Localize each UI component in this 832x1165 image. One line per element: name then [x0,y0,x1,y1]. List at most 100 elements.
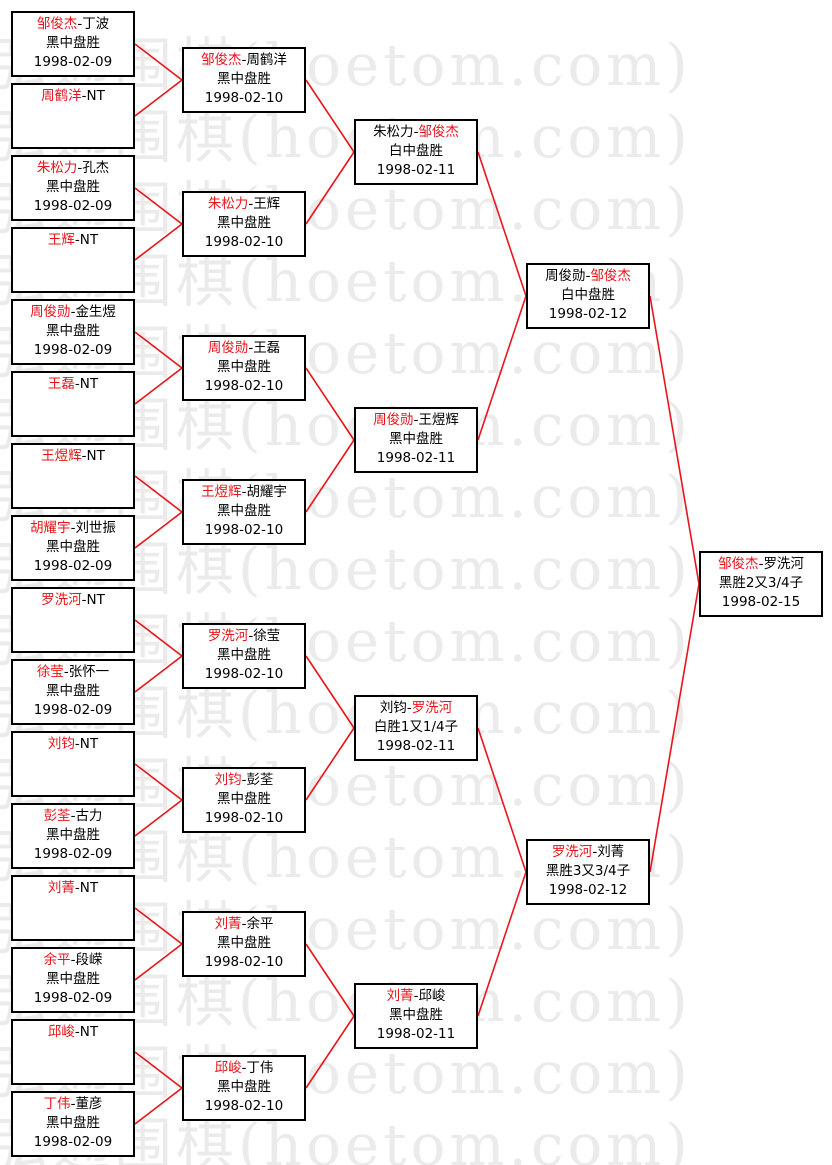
player-black: 胡耀宇 [30,520,71,536]
match-result: 黑中盘胜 [217,215,271,231]
connector-line [305,439,355,513]
match-date: 1998-02-11 [376,162,456,178]
players-line: 周俊勋-王磊 [184,339,304,358]
match-box-round1: 邱峻-NT [11,1019,135,1085]
match-box-round1: 彭荃-古力黑中盘胜 1998-02-09 [11,803,135,869]
separator: - [241,52,247,68]
player-white: 古力 [75,808,103,824]
player-white: 孔杰 [82,160,110,176]
player-white: NT [86,448,105,464]
match-date: 1998-02-09 [33,990,113,1006]
player-black: 邹俊杰 [718,556,759,572]
player-black: 彭荃 [43,808,71,824]
connector-line [134,187,183,225]
separator: - [248,628,254,644]
match-box-round1: 周鹤洋-NT [11,83,135,149]
player-black: 王磊 [47,376,75,392]
players-line: 朱松力-孔杰 [13,159,133,178]
separator: - [81,448,87,464]
player-white: 邱峻 [418,988,446,1004]
separator: - [74,880,80,896]
player-black: 罗洗河 [551,844,593,860]
player-white: NT [79,1024,99,1040]
match-date: 1998-02-09 [33,846,113,862]
match-result: 黑中盘胜 [217,791,271,807]
match-result: 黑中盘胜 [217,647,271,663]
match-result: 黑中盘胜 [46,827,100,843]
players-line: 彭荃-古力 [13,807,133,826]
connector-line [134,1087,183,1125]
player-white: 王磊 [253,340,281,356]
player-white: 张怀一 [68,664,110,680]
match-box-round1: 刘菁-NT [11,875,135,941]
player-black: 刘钧 [379,700,407,716]
connector-line [134,1051,183,1089]
player-white: NT [86,592,105,608]
connector-line [477,871,527,1017]
match-date: 1998-02-10 [204,378,284,394]
player-black: 刘菁 [214,916,242,932]
separator: - [758,556,764,572]
connector-line [134,763,183,801]
match-result: 黑中盘胜 [46,35,100,51]
players-line: 周俊勋-金生煜 [13,303,133,322]
players-line: 朱松力-邹俊杰 [356,123,476,142]
players-line: 王磊-NT [13,375,133,394]
match-date: 1998-02-11 [376,450,456,466]
separator: - [413,412,419,428]
player-white: 董彦 [75,1096,103,1112]
connector-line [134,223,183,261]
match-box-round2: 周俊勋-王磊黑中盘胜 1998-02-10 [182,335,306,401]
match-result: 黑中盘胜 [217,359,271,375]
player-white: 王辉 [253,196,281,212]
separator: - [248,340,254,356]
match-result: 黑中盘胜 [217,503,271,519]
match-date: 1998-02-10 [204,810,284,826]
player-white: 胡耀宇 [246,484,287,500]
match-date: 1998-02-10 [204,234,284,250]
match-date: 1998-02-11 [376,738,456,754]
separator: - [70,1096,76,1112]
separator: - [74,736,80,752]
connector-line [305,727,355,801]
player-white: 丁伟 [246,1060,274,1076]
player-white: 彭荃 [246,772,274,788]
players-line: 王煜辉-胡耀宇 [184,483,304,502]
player-black: 邹俊杰 [36,16,78,32]
players-line: 刘菁-邱峻 [356,987,476,1006]
player-white: 邹俊杰 [418,124,459,140]
players-line: 刘钧-彭荃 [184,771,304,790]
player-black: 周俊勋 [545,268,586,284]
match-date: 1998-02-15 [721,594,801,610]
connector-line [305,943,355,1017]
player-white: 罗洗河 [411,700,453,716]
player-black: 周俊勋 [373,412,414,428]
connector-line [134,619,183,657]
match-date: 1998-02-12 [548,306,628,322]
players-line: 刘菁-NT [13,879,133,898]
match-result: 黑中盘胜 [217,935,271,951]
players-line: 邹俊杰-丁波 [13,15,133,34]
match-date: 1998-02-09 [33,342,113,358]
player-white: NT [79,376,99,392]
separator: - [241,772,247,788]
players-line: 周俊勋-王煜辉 [356,411,476,430]
separator: - [74,376,80,392]
player-white: 段嵘 [75,952,103,968]
player-white: NT [79,880,99,896]
player-black: 周鹤洋 [41,88,82,104]
player-black: 刘钧 [214,772,242,788]
